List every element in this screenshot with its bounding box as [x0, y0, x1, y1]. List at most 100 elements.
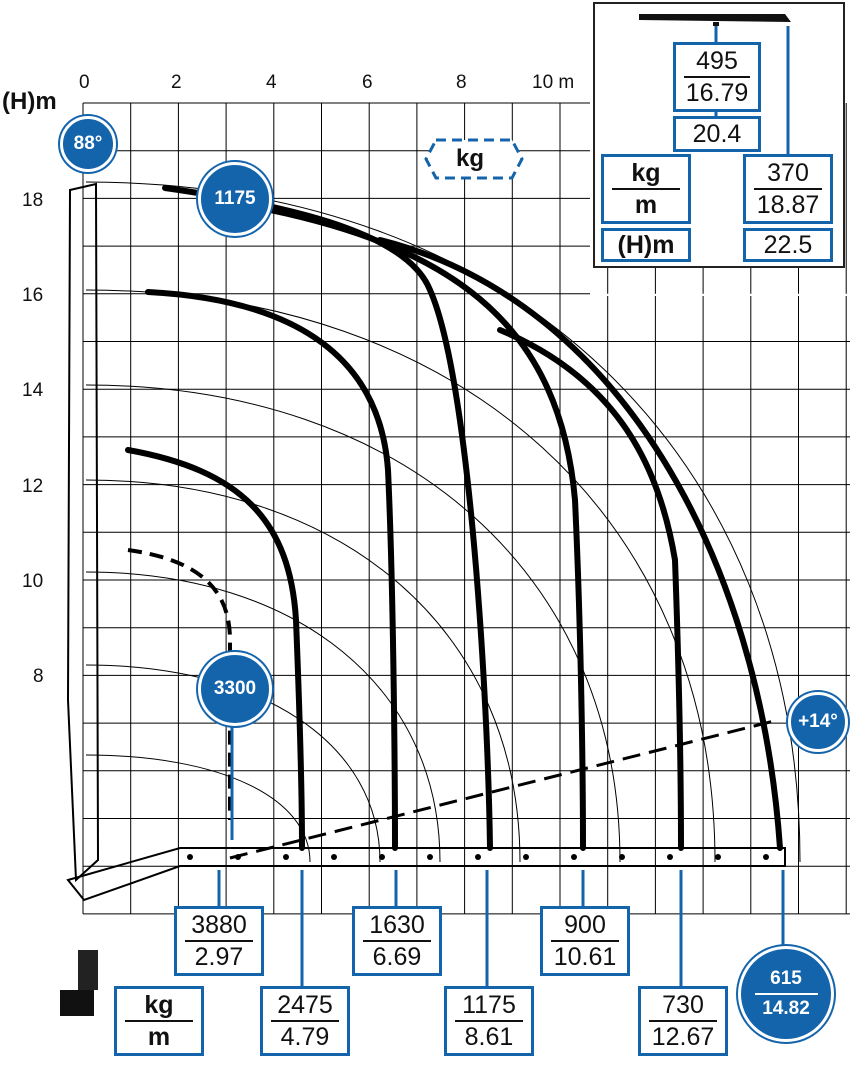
- jib-inset-panel: 495 16.79 20.4 kg m 370 18.87 (H)m 22.5: [593, 2, 845, 268]
- load-curves: [125, 185, 783, 860]
- inset-legend-m: m: [634, 191, 658, 219]
- load-m: 2.97: [194, 943, 244, 971]
- y-tick: 14: [22, 380, 44, 401]
- load-m: 8.61: [464, 1023, 514, 1051]
- top-load-badge: 1175: [198, 162, 272, 236]
- boom-pin: [235, 854, 241, 860]
- load-point-box: 1175 8.61: [444, 986, 534, 1056]
- boom-pin: [715, 854, 721, 860]
- load-curve: [497, 327, 684, 851]
- dashed-load-curve: [127, 548, 232, 820]
- load-point-box: 2475 4.79: [260, 986, 350, 1056]
- reach-arc: [85, 181, 801, 863]
- reach-arc: [85, 289, 716, 863]
- y-tick: 12: [22, 476, 44, 497]
- tip-load-m: 18.87: [756, 191, 820, 219]
- min-angle-line: [229, 718, 779, 860]
- inner-load-badge: 3300: [198, 652, 272, 726]
- boom-pin: [379, 854, 385, 860]
- load-point-box: 1630 6.69: [352, 906, 442, 976]
- load-divider: [185, 940, 253, 942]
- boom-pin: [619, 854, 625, 860]
- kg-dashed-legend: kg: [456, 145, 485, 172]
- load-divider: [649, 1020, 717, 1022]
- load-point-box: 3880 2.97: [174, 906, 264, 976]
- legend-divider: [125, 1020, 193, 1022]
- reach-arc: [85, 754, 311, 863]
- y-tick: 8: [33, 666, 44, 687]
- legend-m: m: [147, 1023, 171, 1051]
- load-m: 10.61: [553, 943, 617, 971]
- min-angle-badge: +14°: [788, 692, 848, 752]
- boom-pin: [283, 854, 289, 860]
- load-m: 12.67: [651, 1023, 715, 1051]
- load-divider: [271, 1020, 339, 1022]
- far-load-badge: 615 14.82: [738, 946, 834, 1042]
- load-kg: 1175: [462, 991, 516, 1019]
- boom-pin: [763, 854, 769, 860]
- reach-arc: [85, 571, 441, 863]
- load-m: 6.69: [372, 943, 422, 971]
- boom-pin: [331, 854, 337, 860]
- load-curve: [267, 207, 586, 851]
- load-kg: 2475: [277, 991, 333, 1019]
- jib-load-divider: [684, 76, 750, 78]
- x-axis-unit: 10 m: [532, 72, 575, 93]
- x-tick: 6: [362, 72, 373, 93]
- load-curve: [125, 447, 305, 851]
- load-kg: 1630: [369, 911, 425, 939]
- leader-lines: [217, 722, 785, 986]
- load-m: 4.79: [280, 1023, 330, 1051]
- tip-height-box: 22.5: [743, 228, 833, 262]
- reach-arc: [85, 479, 521, 863]
- inset-legend-kg: kg: [631, 159, 661, 187]
- jib-load-kg: 495: [696, 47, 738, 75]
- crane-silhouette: [60, 182, 786, 1016]
- x-tick: 0: [79, 72, 90, 93]
- crane-mast: [66, 182, 100, 883]
- far-load-m: 14.82: [762, 998, 810, 1019]
- boom-pin: [523, 854, 529, 860]
- far-load-kg: 615: [770, 968, 802, 989]
- tip-load-kg: 370: [767, 159, 809, 187]
- max-angle-badge: 88°: [60, 116, 116, 172]
- load-point-box: 730 12.67: [638, 986, 728, 1056]
- load-curve: [162, 185, 493, 851]
- chart-grid: [82, 102, 850, 915]
- load-kg: 730: [662, 991, 704, 1019]
- x-tick: 4: [266, 72, 277, 93]
- y-tick: 16: [22, 285, 44, 306]
- jib-silhouette: [639, 14, 791, 22]
- tip-load-divider: [754, 188, 822, 190]
- boom-pin: [667, 854, 673, 860]
- load-kg: 900: [564, 911, 606, 939]
- y-tick: 10: [22, 571, 44, 592]
- jib-height-box: 20.4: [673, 116, 761, 152]
- x-tick: 2: [171, 72, 182, 93]
- load-curve: [145, 289, 398, 851]
- legend-kg: kg: [144, 991, 174, 1019]
- far-load-divider: [754, 993, 818, 995]
- load-divider: [455, 1020, 523, 1022]
- inset-kg-m-legend: kg m: [601, 154, 691, 224]
- jib-load-m: 16.79: [685, 79, 749, 107]
- kg-dashed-legend-frame: [424, 138, 524, 180]
- boom-pin: [187, 854, 193, 860]
- inset-hm-legend: (H)m: [601, 228, 691, 262]
- load-point-box: 900 10.61: [540, 906, 630, 976]
- y-axis-title: (H)m: [2, 88, 57, 115]
- crane-base: [60, 990, 94, 1016]
- boom-pin: [427, 854, 433, 860]
- x-tick: 8: [456, 72, 467, 93]
- inset-legend-divider: [612, 188, 680, 190]
- load-kg: 3880: [191, 911, 247, 939]
- boom-pin: [571, 854, 577, 860]
- load-curve: [377, 237, 783, 851]
- tip-load-box: 370 18.87: [743, 154, 833, 224]
- boom-pin: [475, 854, 481, 860]
- y-tick: 18: [22, 190, 44, 211]
- load-divider: [363, 940, 431, 942]
- jib-load-box: 495 16.79: [673, 42, 761, 112]
- jib-inset-drawing: [639, 14, 791, 156]
